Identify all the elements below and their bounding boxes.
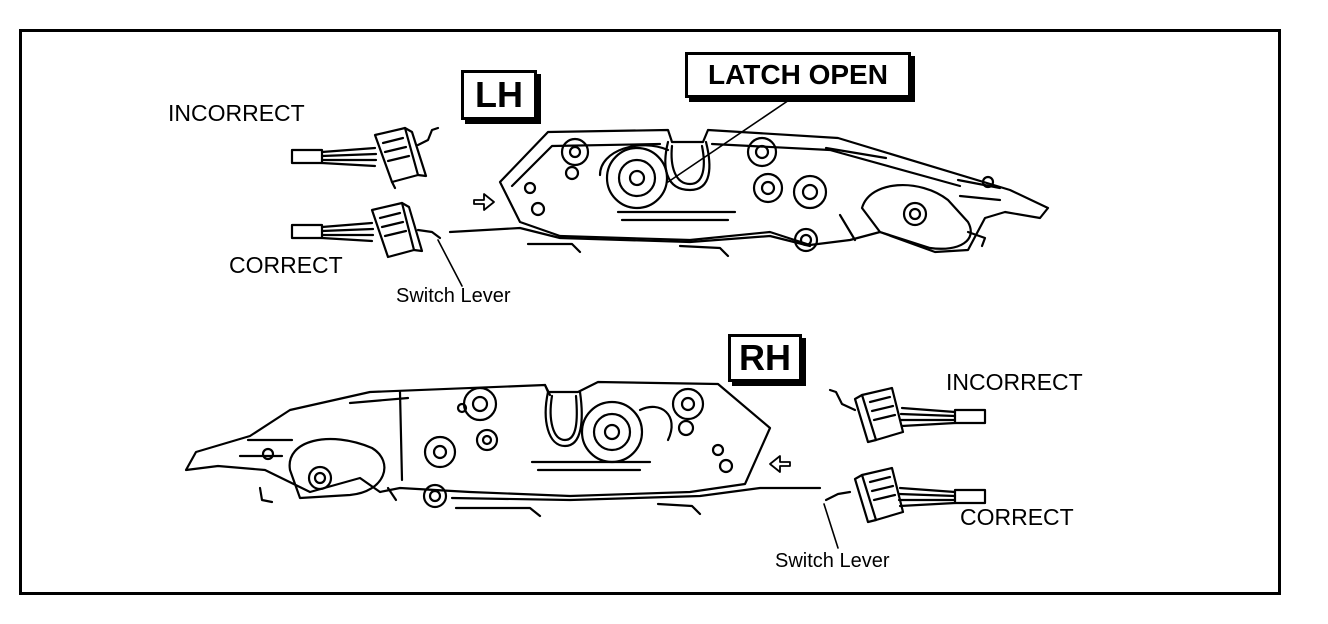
lh-switch-lever-label: Switch Lever [396,285,511,307]
rh-latch-assembly [184,380,822,518]
figure-frame [19,29,1281,595]
lh-correct-label: CORRECT [229,252,343,278]
lh-incorrect-switch [290,126,440,190]
lh-latch-assembly [448,95,1050,258]
rh-correct-switch [823,466,987,549]
lh-incorrect-label: INCORRECT [168,100,305,126]
rh-correct-label: CORRECT [960,504,1074,530]
lh-title-box: LH [461,70,537,120]
rh-incorrect-switch [828,386,987,444]
rh-switch-lever-label: Switch Lever [775,550,890,572]
rh-title-box: RH [728,334,802,382]
lh-correct-switch [290,201,463,287]
latch-open-label: LATCH OPEN [685,52,911,98]
rh-incorrect-label: INCORRECT [946,369,1083,395]
